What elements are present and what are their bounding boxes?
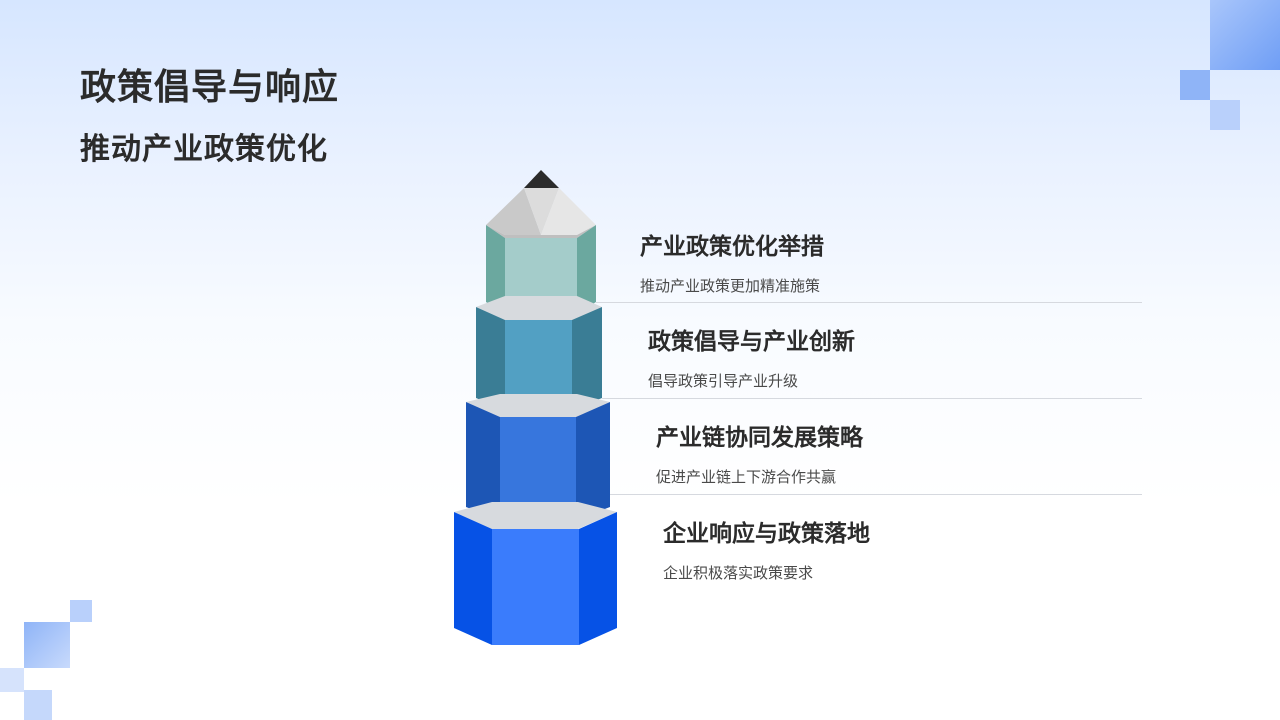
decor-square xyxy=(1210,0,1280,70)
level-description: 促进产业链上下游合作共赢 xyxy=(656,468,837,486)
decor-square xyxy=(24,690,52,720)
level-description: 推动产业政策更加精准施策 xyxy=(640,277,821,295)
level-title: 产业政策优化举措 xyxy=(640,234,824,260)
level-item-1: 产业政策优化举措 推动产业政策更加精准施策 xyxy=(640,227,824,296)
level-description: 企业积极落实政策要求 xyxy=(663,564,814,582)
pencil-level-3 xyxy=(466,402,610,520)
decor-square xyxy=(0,668,24,692)
decor-square xyxy=(1180,70,1210,100)
level-item-3: 产业链协同发展策略 促进产业链上下游合作共赢 xyxy=(656,418,863,487)
divider-line xyxy=(610,494,1142,495)
pencil-level-2 xyxy=(476,307,602,410)
page-title: 政策倡导与响应 xyxy=(80,67,340,108)
level-item-4: 企业响应与政策落地 企业积极落实政策要求 xyxy=(663,514,870,583)
pencil-tip xyxy=(486,170,596,238)
pencil-ring-3 xyxy=(454,502,617,529)
pencil-ring-2 xyxy=(466,394,610,417)
pencil-level-1 xyxy=(486,225,596,314)
decor-square xyxy=(1210,100,1240,130)
level-title: 政策倡导与产业创新 xyxy=(648,329,855,355)
decor-square xyxy=(70,600,92,622)
pencil-ring-1 xyxy=(476,296,602,320)
divider-line xyxy=(596,302,1142,303)
pencil-level-4 xyxy=(454,512,617,645)
level-item-2: 政策倡导与产业创新 倡导政策引导产业升级 xyxy=(648,322,855,391)
level-title: 产业链协同发展策略 xyxy=(656,425,863,451)
pencil-stack-diagram xyxy=(454,170,617,645)
page-subtitle: 推动产业政策优化 xyxy=(80,132,328,167)
level-description: 倡导政策引导产业升级 xyxy=(648,372,799,390)
level-title: 企业响应与政策落地 xyxy=(663,521,870,547)
divider-line xyxy=(602,398,1142,399)
decor-square xyxy=(24,622,70,668)
